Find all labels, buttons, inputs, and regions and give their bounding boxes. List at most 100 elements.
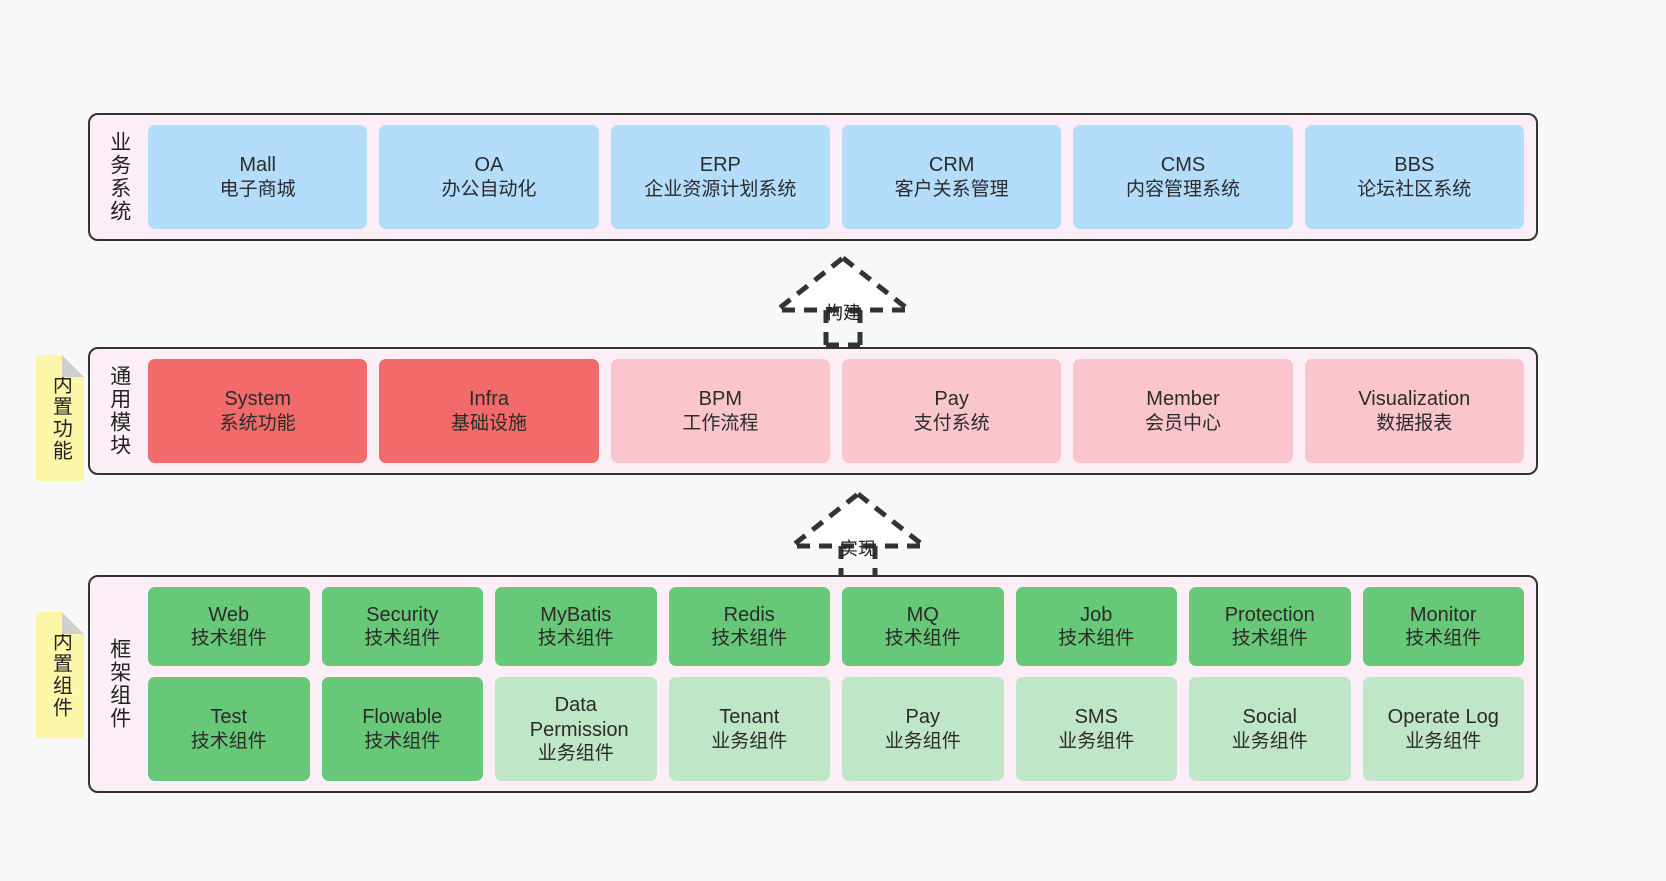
layer-body-business: Mall 电子商城 OA 办公自动化 ERP 企业资源计划系统 CRM 客户关系… [148,125,1524,229]
layer-business-system: 业务系统 Mall 电子商城 OA 办公自动化 ERP 企业资源计划系统 CRM… [88,113,1538,241]
card-row: Mall 电子商城 OA 办公自动化 ERP 企业资源计划系统 CRM 客户关系… [148,125,1524,229]
card-redis[interactable]: Redis 技术组件 [668,587,830,667]
connector-implement: 实现 [784,488,932,584]
card-title-en: Pay [934,388,969,411]
card-mq[interactable]: MQ 技术组件 [842,587,1004,667]
card-pay[interactable]: Pay 支付系统 [841,359,1062,463]
note-fold-corner [62,612,84,634]
card-sms[interactable]: SMS 业务组件 [1015,677,1177,782]
card-title-cn: 技术组件 [1405,628,1482,650]
card-title-en: ERP [699,154,741,177]
card-title-en: System [224,388,291,411]
card-title-en: Tenant [719,706,780,729]
card-data-permission[interactable]: Data Permission 业务组件 [495,677,657,782]
layer-title-business: 业务系统 [107,131,131,223]
card-crm[interactable]: CRM 客户关系管理 [841,125,1062,229]
note-builtin-features: 内置功能 [36,355,84,481]
card-title-cn: 电子商城 [219,178,296,200]
card-title-cn: 会员中心 [1144,412,1221,434]
connector-build: 构建 [769,252,917,348]
card-title-en: Security [366,603,439,626]
card-title-cn: 技术组件 [364,730,441,752]
card-title-cn: 工作流程 [682,412,759,434]
arrow-shaft [823,310,863,348]
card-title-en: Protection [1224,603,1315,626]
card-title-en: SMS [1074,706,1118,729]
card-erp[interactable]: ERP 企业资源计划系统 [610,125,830,229]
card-title-cn: 业务组件 [537,742,614,764]
card-flowable[interactable]: Flowable 技术组件 [321,677,483,782]
card-tenant[interactable]: Tenant 业务组件 [668,677,830,782]
card-bpm[interactable]: BPM 工作流程 [610,359,830,463]
card-title-en: BPM [698,388,742,411]
card-title-en: Visualization [1358,388,1471,411]
layer-common-modules: 通用模块 System 系统功能 Infra 基础设施 BPM 工作流程 Pay… [88,347,1538,475]
layer-body-framework: Web 技术组件 Security 技术组件 MyBatis 技术组件 Redi… [148,587,1524,782]
card-cms[interactable]: CMS 内容管理系统 [1073,125,1293,229]
card-row: Web 技术组件 Security 技术组件 MyBatis 技术组件 Redi… [148,587,1524,667]
card-title-en: Social [1242,706,1297,729]
card-title-en: CMS [1160,154,1206,177]
card-title-cn: 系统功能 [219,412,296,434]
card-title-cn: 业务组件 [1405,730,1482,752]
card-protection[interactable]: Protection 技术组件 [1189,587,1351,667]
card-title-en: Flowable [362,706,443,729]
connector-label-implement: 实现 [840,539,876,559]
card-title-en: MQ [906,603,939,626]
card-title-cn: 业务组件 [1231,730,1308,752]
note-builtin-components: 内置组件 [36,612,84,738]
card-title-en: Monitor [1409,603,1477,626]
card-title-cn: 技术组件 [190,628,267,650]
card-title-en: OA [474,154,504,177]
card-pay-component[interactable]: Pay 业务组件 [842,677,1004,782]
card-title-en: CRM [928,154,975,177]
card-test[interactable]: Test 技术组件 [148,677,310,782]
card-title-cn: 技术组件 [537,628,614,650]
card-mall[interactable]: Mall 电子商城 [148,125,368,229]
card-infra[interactable]: Infra 基础设施 [379,359,599,463]
card-social[interactable]: Social 业务组件 [1189,677,1351,782]
note-label: 内置功能 [49,374,72,462]
note-label: 内置组件 [49,631,72,719]
card-title-cn: 技术组件 [1231,628,1308,650]
card-title-cn: 办公自动化 [441,178,537,200]
card-oa[interactable]: OA 办公自动化 [379,125,599,229]
card-title-cn: 业务组件 [1058,730,1135,752]
card-title-en: Test [210,706,248,729]
card-title-cn: 业务组件 [711,730,788,752]
card-title-en: MyBatis [540,603,612,626]
card-visualization[interactable]: Visualization 数据报表 [1304,359,1524,463]
card-title-cn: 内容管理系统 [1125,178,1240,200]
card-title-cn: 基础设施 [450,412,527,434]
arrow-head-triangle [784,490,932,549]
card-title-en: Operate Log [1387,706,1499,729]
card-title-cn: 数据报表 [1376,412,1453,434]
card-title-cn: 客户关系管理 [894,178,1009,200]
layer-title-framework: 框架组件 [107,638,131,730]
card-title-cn: 技术组件 [190,730,267,752]
card-operate-log[interactable]: Operate Log 业务组件 [1362,677,1524,782]
card-title-cn: 技术组件 [884,628,961,650]
card-bbs[interactable]: BBS 论坛社区系统 [1304,125,1524,229]
card-title-cn: 论坛社区系统 [1357,178,1472,200]
layer-body-modules: System 系统功能 Infra 基础设施 BPM 工作流程 Pay 支付系统… [148,359,1524,463]
card-title-cn: 技术组件 [1058,628,1135,650]
layer-framework-components: 框架组件 Web 技术组件 Security 技术组件 MyBatis 技术组件… [88,575,1538,793]
card-title-cn: 业务组件 [884,730,961,752]
card-security[interactable]: Security 技术组件 [321,587,483,667]
card-title-cn: 技术组件 [364,628,441,650]
card-monitor[interactable]: Monitor 技术组件 [1362,587,1524,667]
card-title-en: Redis [723,603,775,626]
card-title-cn: 技术组件 [711,628,788,650]
card-web[interactable]: Web 技术组件 [148,587,310,667]
card-title-en: Web [208,603,250,626]
card-title-en: Data Permission [529,694,629,741]
card-member[interactable]: Member 会员中心 [1073,359,1293,463]
card-row: System 系统功能 Infra 基础设施 BPM 工作流程 Pay 支付系统… [148,359,1524,463]
note-fold-corner [62,355,84,377]
card-title-cn: 企业资源计划系统 [644,178,797,200]
card-mybatis[interactable]: MyBatis 技术组件 [495,587,657,667]
card-job[interactable]: Job 技术组件 [1015,587,1177,667]
card-system[interactable]: System 系统功能 [148,359,368,463]
